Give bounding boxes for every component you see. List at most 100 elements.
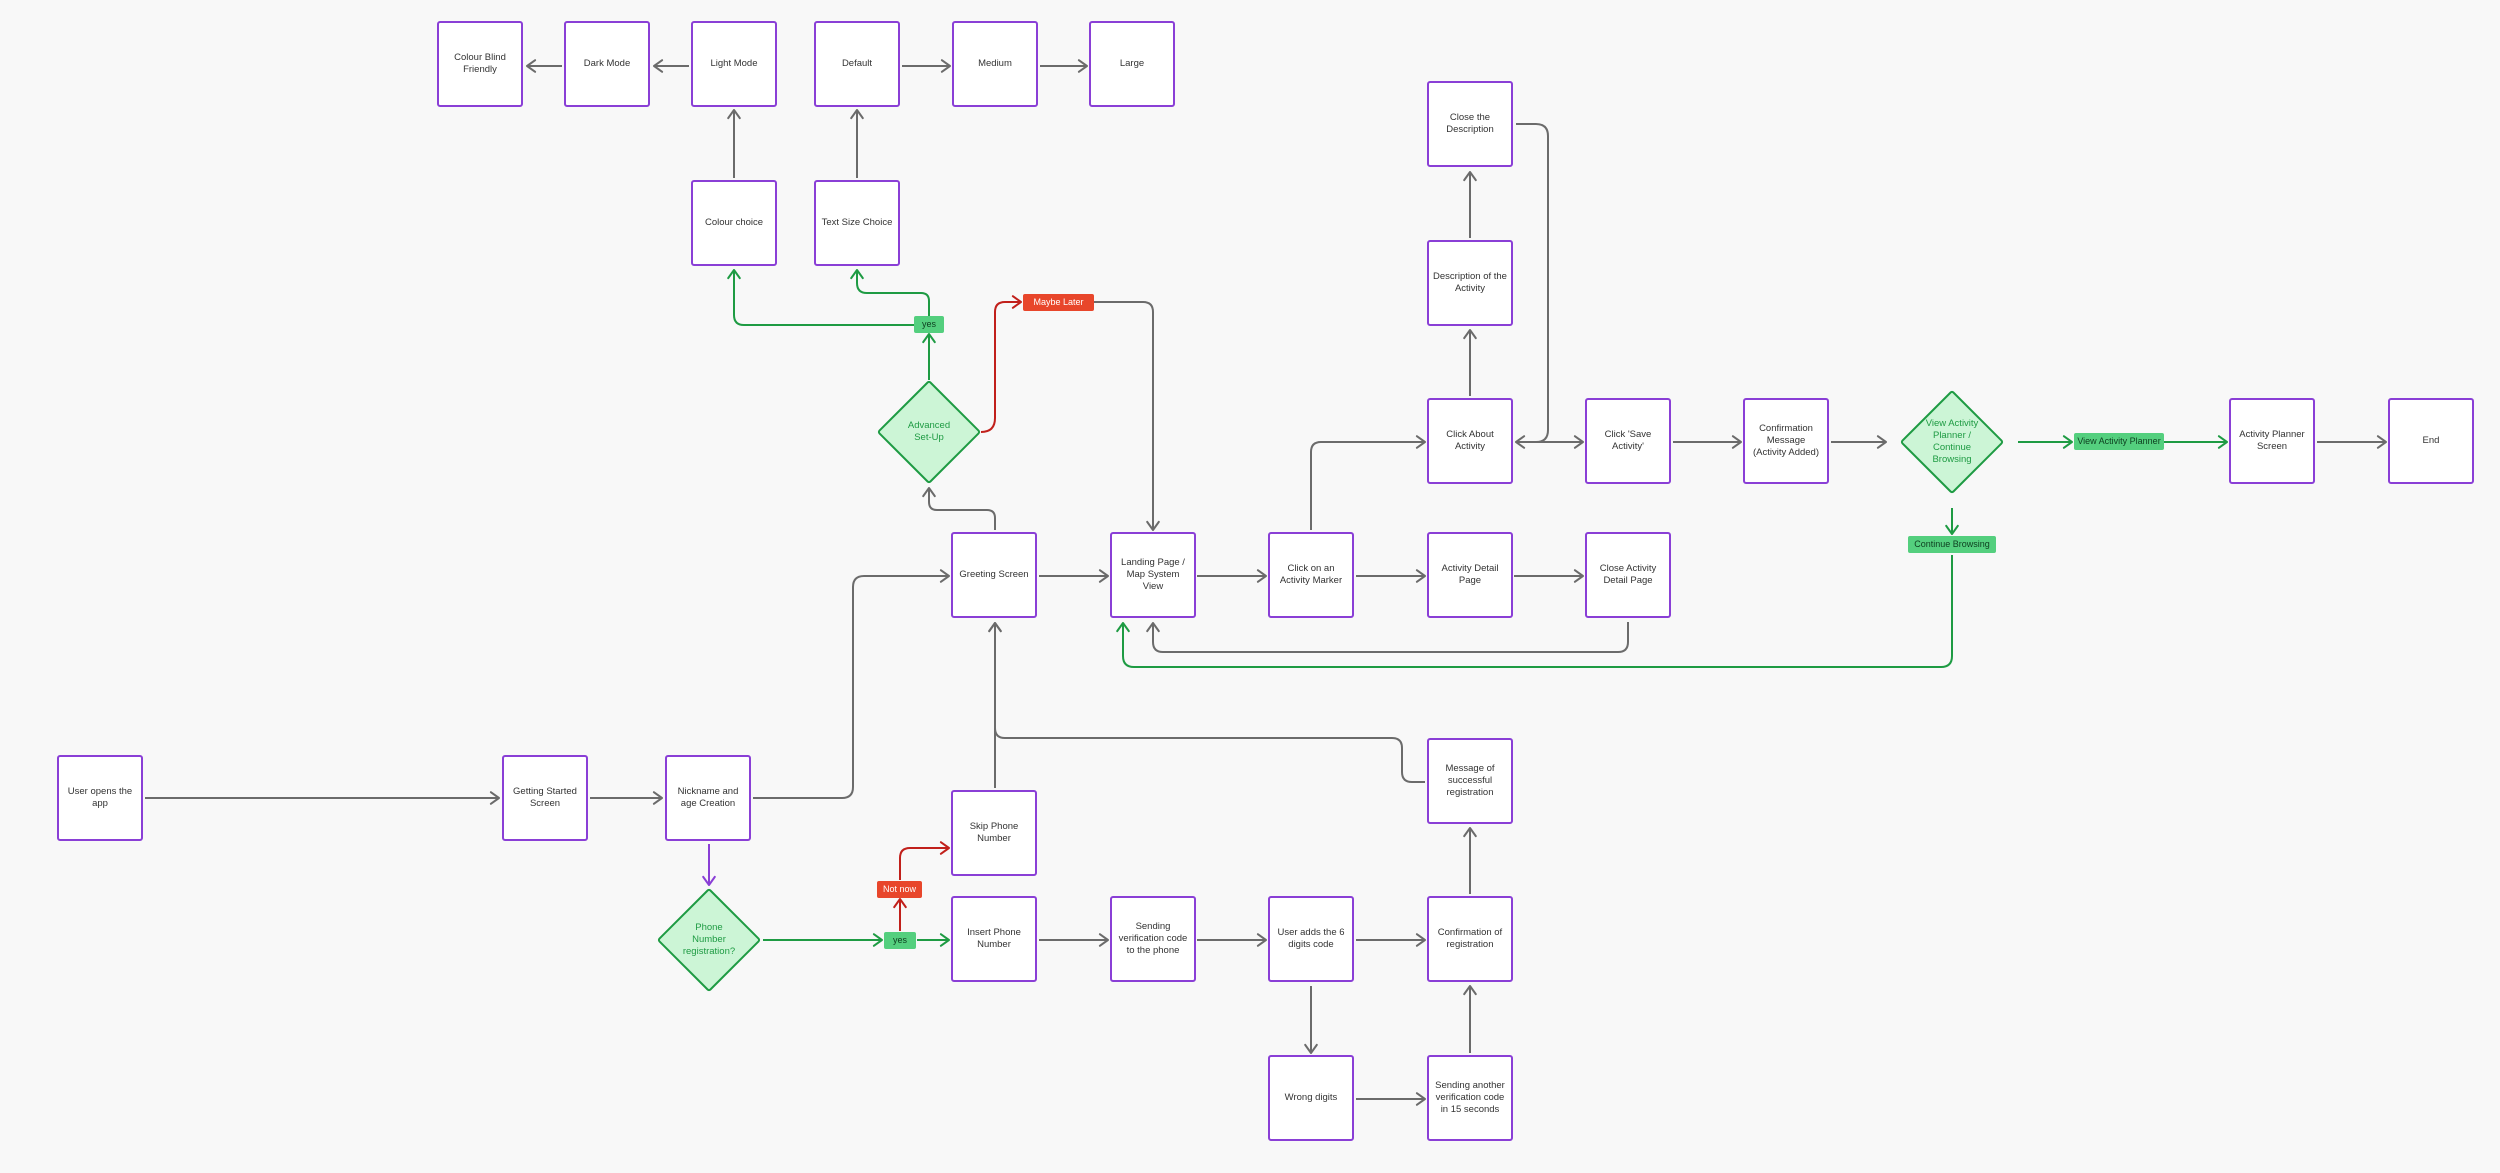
node-colour-choice[interactable]: Colour choice [691, 180, 777, 266]
node-click-activity-marker[interactable]: Click on an Activity Marker [1268, 532, 1354, 618]
arrowhead [850, 109, 864, 120]
node-label: Skip Phone Number [969, 821, 1019, 844]
node-sending-verification-code[interactable]: Sending verification code to the phone [1110, 896, 1196, 982]
label-yes-phone: yes [884, 932, 916, 949]
arrowhead [1146, 622, 1160, 633]
node-label: Light Mode [710, 58, 758, 69]
arrowhead [1256, 569, 1267, 583]
arrowhead [939, 569, 950, 583]
edge-close-to-about [1516, 123, 1549, 443]
decision-advanced-setup[interactable]: Advanced Set-Up [876, 379, 982, 485]
node-skip-phone-number[interactable]: Skip Phone Number [951, 790, 1037, 876]
node-colour-blind-friendly[interactable]: Colour Blind Friendly [437, 21, 523, 107]
arrowhead [1415, 569, 1426, 583]
arrowhead [1415, 1092, 1426, 1106]
node-insert-phone-number[interactable]: Insert Phone Number [951, 896, 1037, 982]
arrowhead [1463, 329, 1477, 340]
arrowhead [2217, 435, 2228, 449]
node-click-save-activity[interactable]: Click 'Save Activity' [1585, 398, 1671, 484]
node-greeting-screen[interactable]: Greeting Screen [951, 532, 1037, 618]
arrowhead [1304, 1043, 1318, 1054]
node-label: Click on an Activity Marker [1279, 563, 1343, 586]
arrowhead [1463, 827, 1477, 838]
arrowhead [988, 622, 1002, 633]
node-text-size-choice[interactable]: Text Size Choice [814, 180, 900, 266]
node-label: Close the Description [1446, 112, 1494, 135]
arrowhead [940, 59, 951, 73]
arrowhead [1945, 524, 1959, 535]
edge-yes-to-textsize [856, 270, 930, 316]
node-user-adds-code[interactable]: User adds the 6 digits code [1268, 896, 1354, 982]
node-label: Nickname and age Creation [677, 786, 739, 809]
node-label: User adds the 6 digits code [1277, 927, 1345, 950]
arrowhead [652, 791, 663, 805]
node-light-mode[interactable]: Light Mode [691, 21, 777, 107]
node-label: Large [1119, 58, 1145, 69]
arrowhead [1098, 933, 1109, 947]
node-sending-another-code[interactable]: Sending another verification code in 15 … [1427, 1055, 1513, 1141]
node-label: Landing Page / Map System View [1121, 557, 1185, 592]
node-close-activity-detail[interactable]: Close Activity Detail Page [1585, 532, 1671, 618]
decision-phone-registration[interactable]: Phone Number registration? [656, 887, 762, 993]
node-label: Default [841, 58, 873, 69]
arrowhead [727, 109, 741, 120]
node-label: Dark Mode [583, 58, 631, 69]
node-activity-detail-page[interactable]: Activity Detail Page [1427, 532, 1513, 618]
node-label: Greeting Screen [959, 569, 1029, 580]
node-label: Medium [978, 58, 1012, 69]
arrowhead [1876, 435, 1887, 449]
node-label: Sending verification code to the phone [1118, 921, 1188, 956]
decision-label: View Activity Planner / Continue Browsin… [1925, 418, 1979, 465]
node-click-about-activity[interactable]: Click About Activity [1427, 398, 1513, 484]
node-label: Wrong digits [1284, 1092, 1338, 1103]
edge-closedetail-to-landing [1152, 622, 1629, 653]
arrowhead [653, 59, 664, 73]
node-nickname-age-creation[interactable]: Nickname and age Creation [665, 755, 751, 841]
node-dark-mode[interactable]: Dark Mode [564, 21, 650, 107]
label-not-now: Not now [877, 881, 922, 898]
decision-view-planner-or-browse[interactable]: View Activity Planner / Continue Browsin… [1899, 389, 2005, 495]
node-medium-size[interactable]: Medium [952, 21, 1038, 107]
arrowhead [526, 59, 537, 73]
edge-greeting-to-setup [928, 488, 996, 530]
edge-notnow-to-skipphone [899, 847, 949, 880]
node-label: Activity Planner Screen [2239, 429, 2305, 452]
node-description-of-activity[interactable]: Description of the Activity [1427, 240, 1513, 326]
arrowhead [1415, 435, 1426, 449]
edge-continue-to-landing [1122, 555, 1953, 668]
node-getting-started[interactable]: Getting Started Screen [502, 755, 588, 841]
arrowhead [922, 487, 936, 498]
node-close-description[interactable]: Close the Description [1427, 81, 1513, 167]
node-end[interactable]: End [2388, 398, 2474, 484]
node-confirmation-registration[interactable]: Confirmation of registration [1427, 896, 1513, 982]
arrowhead [893, 898, 907, 909]
decision-label: Advanced Set-Up [907, 420, 951, 443]
arrowhead [702, 875, 716, 886]
node-confirmation-activity-added[interactable]: Confirmation Message (Activity Added) [1743, 398, 1829, 484]
node-landing-page[interactable]: Landing Page / Map System View [1110, 532, 1196, 618]
arrowhead [1463, 985, 1477, 996]
node-user-opens-app[interactable]: User opens the app [57, 755, 143, 841]
node-message-successful-registration[interactable]: Message of successful registration [1427, 738, 1513, 824]
arrowhead [1116, 622, 1130, 633]
arrowhead [1515, 435, 1526, 449]
arrowhead [2376, 435, 2387, 449]
node-label: Message of successful registration [1445, 763, 1495, 798]
node-label: End [2422, 435, 2440, 446]
arrowhead [1256, 933, 1267, 947]
arrowhead [727, 269, 741, 280]
node-label: Colour choice [704, 217, 764, 228]
node-label: Click 'Save Activity' [1604, 429, 1652, 452]
node-label: Colour Blind Friendly [454, 52, 506, 75]
node-label: Sending another verification code in 15 … [1435, 1080, 1505, 1115]
node-activity-planner-screen[interactable]: Activity Planner Screen [2229, 398, 2315, 484]
node-default-size[interactable]: Default [814, 21, 900, 107]
arrowhead [1731, 435, 1742, 449]
node-large-size[interactable]: Large [1089, 21, 1175, 107]
node-label: Description of the Activity [1433, 271, 1507, 294]
label-view-activity-planner: View Activity Planner [2074, 433, 2164, 450]
node-label: Getting Started Screen [513, 786, 577, 809]
arrowhead [939, 841, 950, 855]
node-wrong-digits[interactable]: Wrong digits [1268, 1055, 1354, 1141]
arrowhead [1463, 171, 1477, 182]
